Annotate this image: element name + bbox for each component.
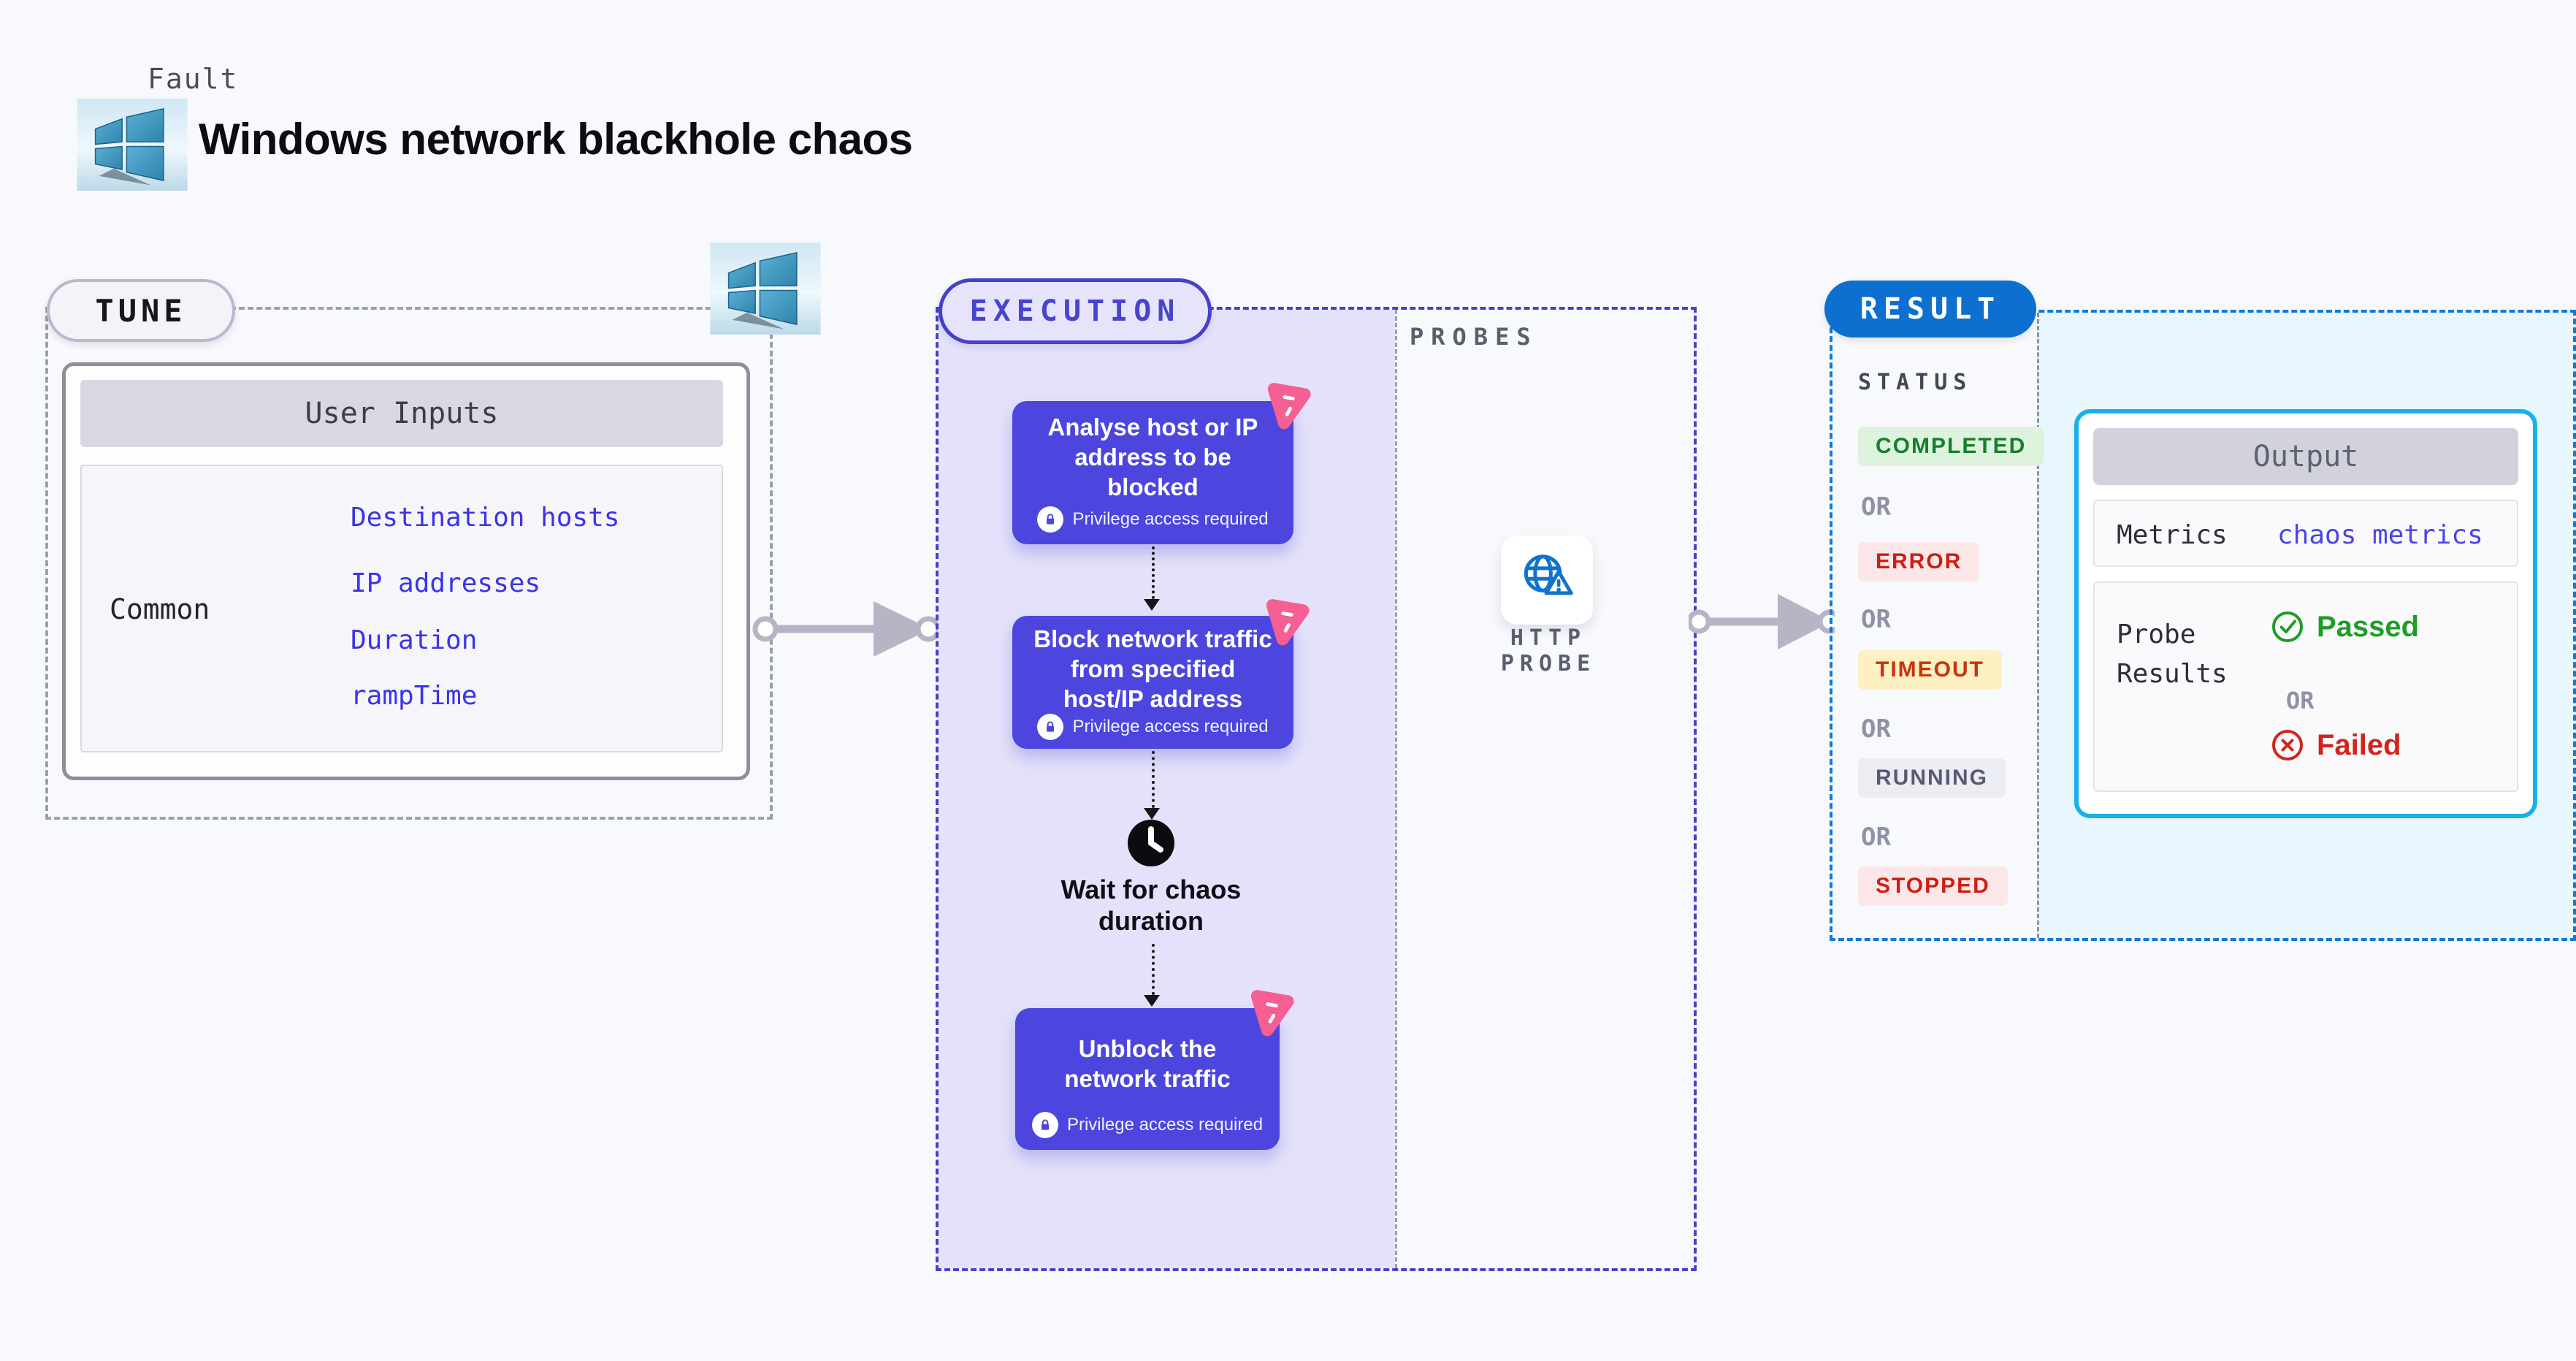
status-badge-completed: COMPLETED — [1858, 427, 2044, 466]
fault-kicker: Fault — [148, 63, 239, 95]
passed-label: Passed — [2317, 610, 2420, 643]
connector-arrowhead — [1144, 599, 1160, 619]
connector-line — [1152, 751, 1155, 808]
status-badge-stopped: STOPPED — [1858, 866, 2008, 906]
privilege-row: Privilege access required — [1012, 714, 1293, 740]
privilege-row: Privilege access required — [1012, 506, 1293, 533]
output-card: Output Metrics chaos metrics Probe Resul… — [2074, 409, 2537, 818]
lock-icon — [1031, 1112, 1058, 1138]
or-label: OR — [1861, 605, 1891, 634]
privilege-label: Privilege access required — [1072, 509, 1269, 529]
step-text: Block network traffic from specified hos… — [1033, 625, 1272, 712]
privilege-row: Privilege access required — [1015, 1112, 1280, 1138]
check-circle-icon — [2272, 611, 2303, 642]
step-text: Unblock the network traffic — [1064, 1035, 1231, 1092]
status-badge-error: ERROR — [1858, 542, 1980, 582]
http-probe-label: HTTP PROBE — [1500, 625, 1597, 676]
input-link-ip-addresses[interactable]: IP addresses — [351, 568, 541, 598]
or-label: OR — [1861, 823, 1891, 852]
probe-results-label: Probe Results — [2117, 619, 2228, 689]
lock-icon — [1037, 714, 1064, 740]
step-card-block: Block network traffic from specified hos… — [1012, 599, 1310, 749]
metrics-row: Metrics chaos metrics — [2093, 500, 2518, 567]
privilege-label: Privilege access required — [1066, 1115, 1264, 1135]
or-label: OR — [1861, 714, 1891, 744]
failed-result: Failed — [2270, 728, 2401, 763]
or-label: OR — [2286, 687, 2315, 714]
tune-label: TUNE — [95, 292, 187, 329]
chaos-flag-icon — [1256, 590, 1318, 652]
or-label: OR — [1861, 492, 1891, 522]
status-heading: STATUS — [1858, 370, 1973, 395]
x-circle-icon — [2272, 730, 2303, 760]
result-pill: RESULT — [1824, 281, 2036, 338]
execution-pill: EXECUTION — [939, 278, 1212, 344]
clock-icon — [1126, 818, 1176, 872]
input-link-destination-hosts[interactable]: Destination hosts — [351, 503, 620, 533]
execution-label: EXECUTION — [969, 294, 1181, 328]
connector-line — [1152, 944, 1155, 995]
page-title: Windows network blackhole chaos — [199, 115, 913, 164]
connector-arrowhead — [1144, 808, 1160, 828]
status-badge-running: RUNNING — [1858, 758, 2006, 798]
user-inputs-body — [80, 465, 723, 752]
step-card-unblock: Unblock the network traffic Privilege ac… — [1015, 990, 1294, 1150]
chaos-flag-icon — [1258, 374, 1319, 435]
privilege-label: Privilege access required — [1072, 717, 1269, 736]
user-inputs-header: User Inputs — [80, 380, 723, 447]
tune-section — [45, 307, 773, 820]
chaos-flag-icon — [1241, 981, 1302, 1042]
wait-step-label: Wait for chaos duration — [1060, 874, 1242, 937]
probes-label: PROBES — [1410, 323, 1538, 351]
probes-area — [1395, 310, 1694, 1268]
execution-to-result-arrow — [1686, 590, 1842, 657]
user-inputs-row-label: Common — [110, 593, 210, 625]
lock-icon — [1037, 506, 1064, 533]
metrics-label: Metrics — [2117, 520, 2228, 550]
globe-warning-icon — [1524, 554, 1573, 595]
passed-result: Passed — [2270, 609, 2419, 644]
connector-line — [1152, 546, 1155, 599]
step-text: Analyse host or IP address to be blocked — [1047, 413, 1258, 500]
failed-label: Failed — [2317, 728, 2401, 761]
chaos-metrics-link[interactable]: chaos metrics — [2277, 520, 2483, 550]
input-link-duration[interactable]: Duration — [351, 625, 478, 655]
status-badge-timeout: TIMEOUT — [1858, 650, 2002, 690]
windows-logo-icon — [76, 98, 188, 194]
tune-pill: TUNE — [47, 279, 235, 342]
probe-results-row: Probe Results Passed OR Failed — [2093, 582, 2518, 792]
connector-arrowhead — [1144, 995, 1160, 1015]
windows-logo-icon-small — [708, 242, 822, 338]
step-card-analyse: Analyse host or IP address to be blocked… — [1012, 383, 1311, 544]
input-link-ramptime[interactable]: rampTime — [351, 681, 478, 711]
output-header: Output — [2093, 428, 2518, 485]
tune-to-execution-arrow — [751, 598, 938, 664]
result-label: RESULT — [1860, 292, 2001, 326]
http-probe-card — [1501, 535, 1593, 625]
